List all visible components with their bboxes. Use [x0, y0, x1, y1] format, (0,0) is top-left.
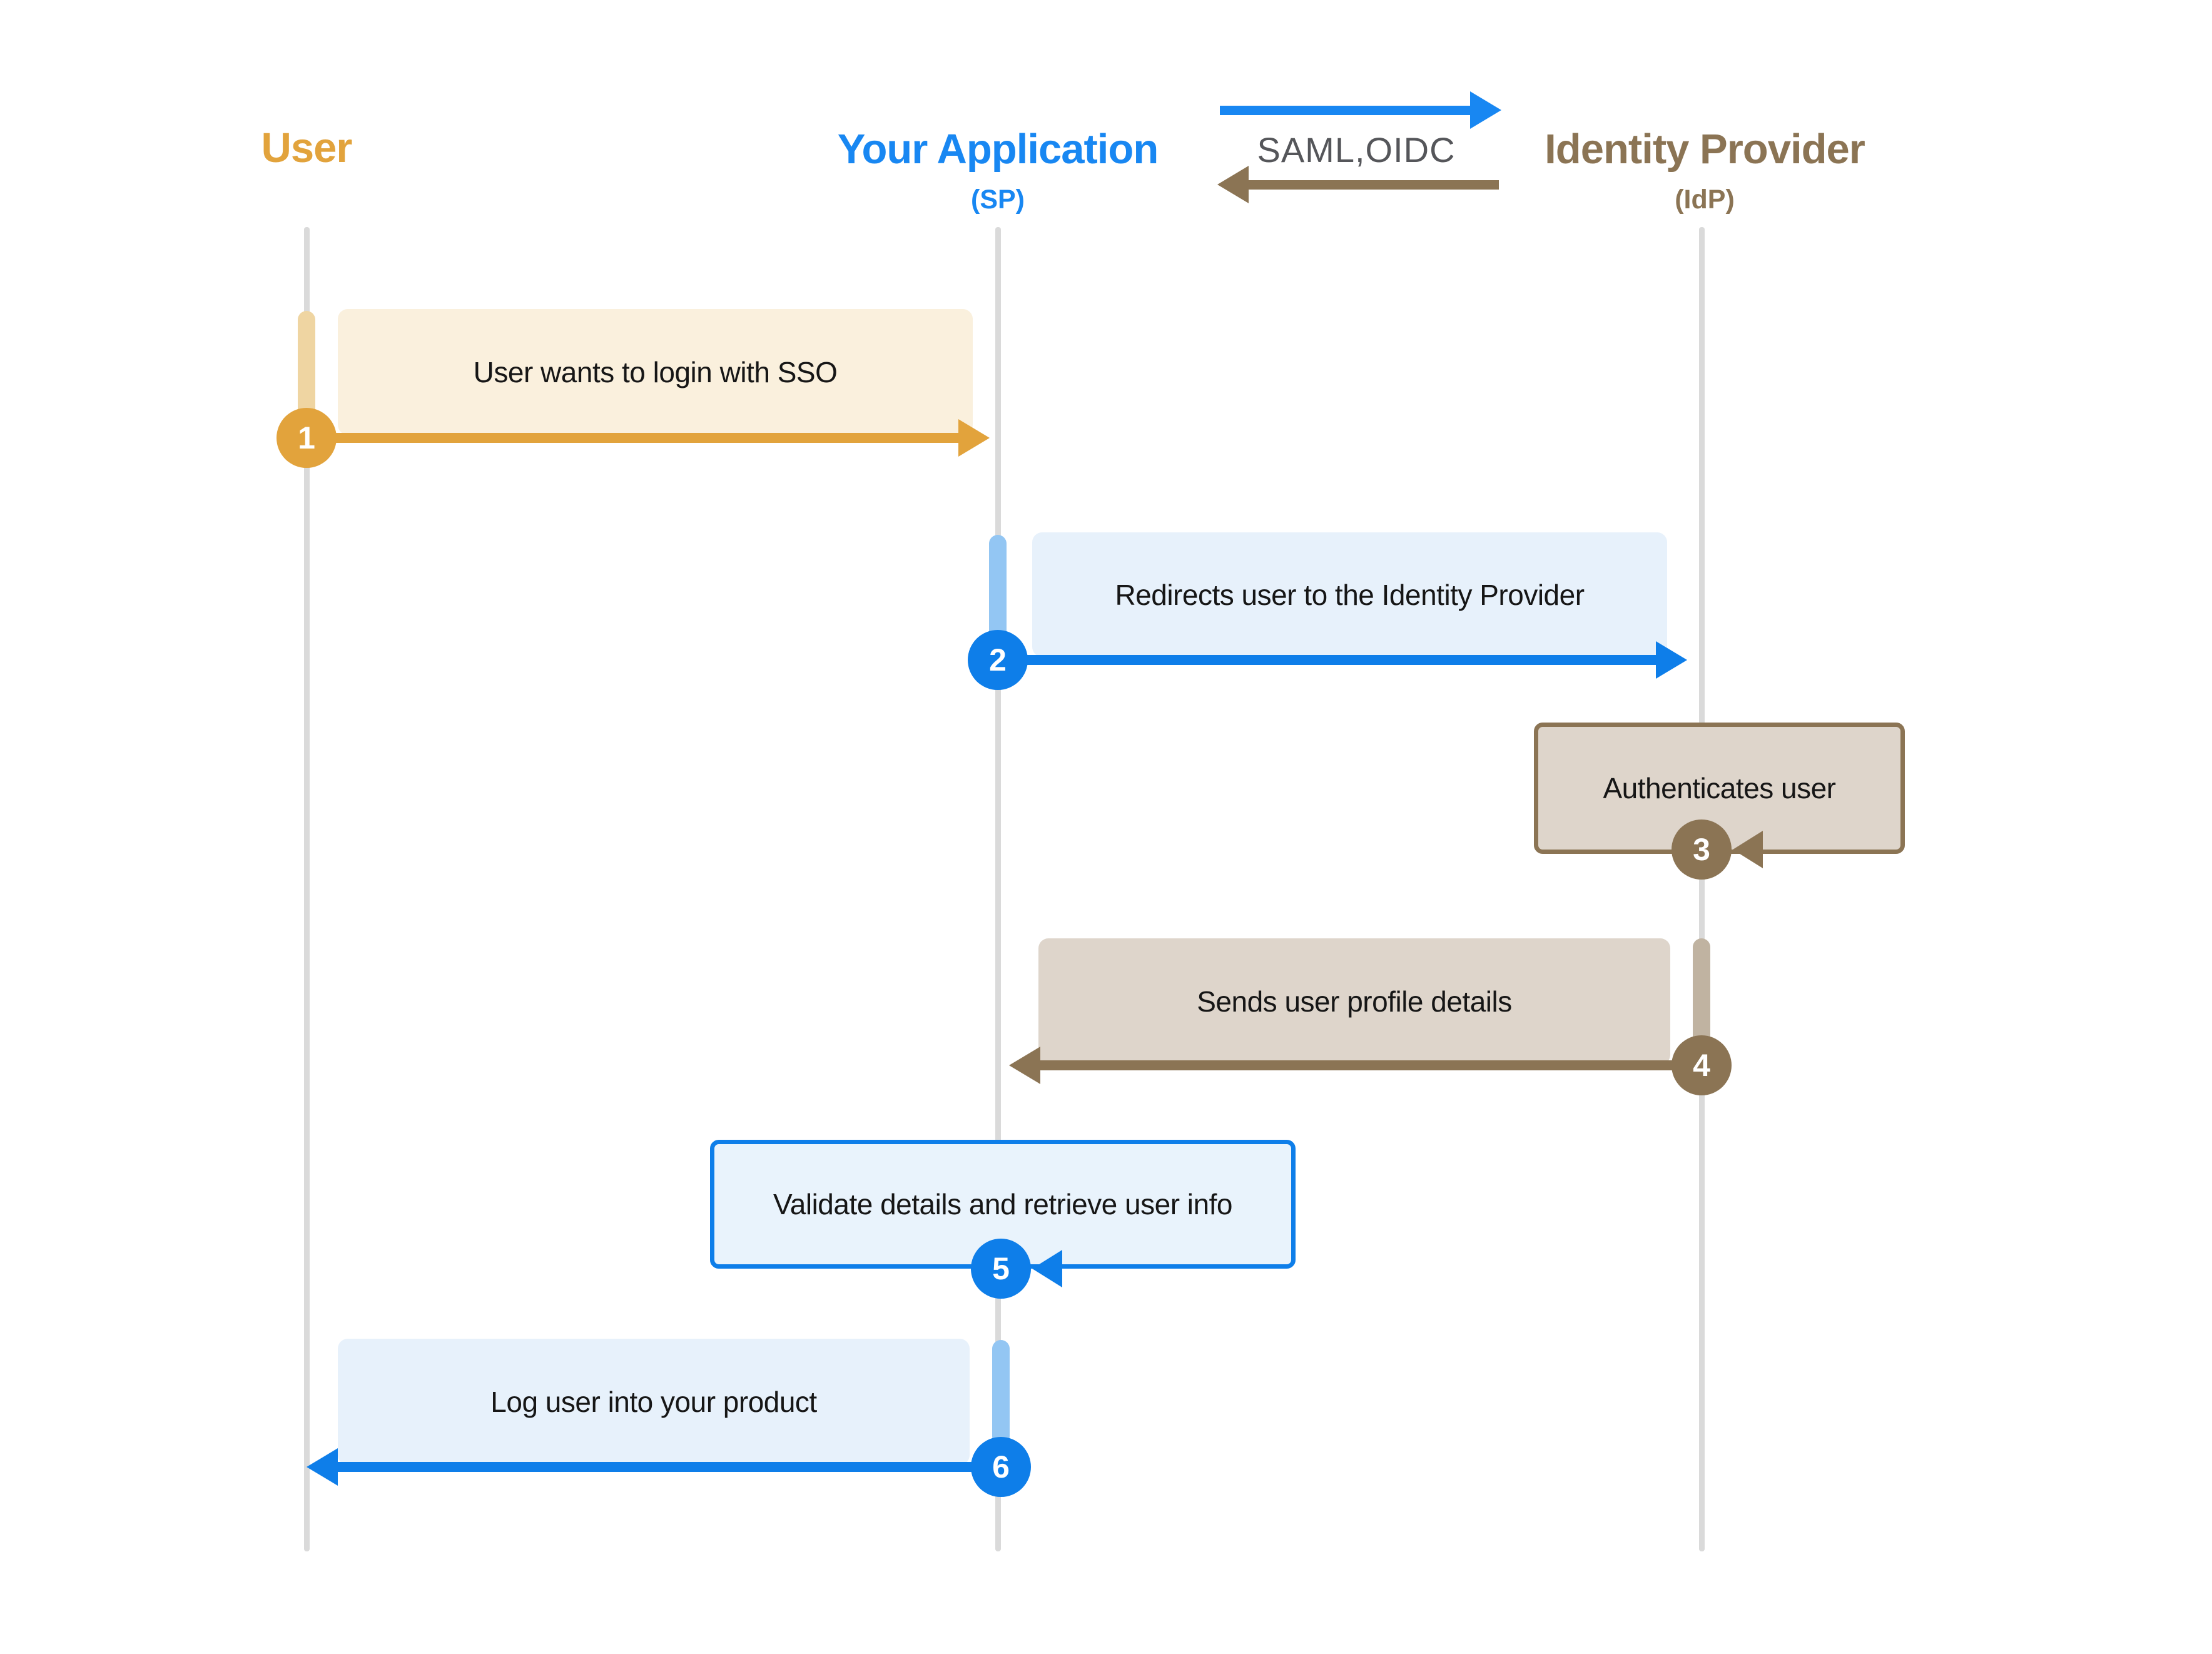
lifeline-application: [995, 227, 1001, 1551]
arrowhead-left-step-4-icon: [1009, 1047, 1040, 1084]
arrowhead-right-step-2-icon: [1656, 641, 1687, 679]
message-label-step-4: Sends user profile details: [1197, 985, 1512, 1018]
protocol-arrow-right-icon: [1470, 91, 1501, 129]
actor-idp-label: Identity Provider: [1545, 126, 1865, 173]
activation-bar-user: [298, 311, 315, 422]
message-box-step-2: Redirects user to the Identity Provider: [1032, 532, 1667, 657]
arrow-step-6: [337, 1462, 1001, 1472]
message-box-step-1: User wants to login with SSO: [338, 309, 973, 435]
actor-application-label: Your Application: [837, 126, 1159, 173]
step-number-3: 3: [1672, 819, 1732, 880]
protocol-arrow-left-icon: [1217, 166, 1249, 203]
arrow-step-2: [998, 655, 1658, 665]
protocol-arrow-right-line: [1220, 106, 1471, 115]
activation-bar-idp: [1693, 938, 1710, 1045]
step-number-1: 1: [276, 408, 337, 468]
lifeline-user: [304, 227, 310, 1551]
step-number-6: 6: [971, 1437, 1031, 1497]
actor-application-sublabel: (SP): [971, 185, 1025, 215]
arrowhead-left-step-5-icon: [1032, 1250, 1062, 1287]
step-number-4: 4: [1672, 1035, 1732, 1095]
step-number-2: 2: [968, 630, 1028, 690]
arrowhead-left-step-6-icon: [307, 1448, 338, 1486]
message-box-step-6: Log user into your product: [338, 1339, 970, 1465]
message-label-step-6: Log user into your product: [490, 1386, 817, 1418]
activation-bar-app-step-6: [992, 1340, 1010, 1445]
step-number-5: 5: [971, 1239, 1031, 1299]
lifeline-identity-provider: [1699, 227, 1705, 1551]
actor-user-label: User: [261, 124, 353, 171]
message-label-step-3: Authenticates user: [1603, 772, 1836, 804]
protocol-arrow-left-line: [1247, 180, 1499, 190]
arrow-step-4: [1038, 1060, 1702, 1070]
message-label-step-2: Redirects user to the Identity Provider: [1115, 578, 1585, 611]
actor-idp-sublabel: (IdP): [1675, 185, 1735, 215]
arrowhead-right-step-1-icon: [958, 419, 990, 457]
activation-bar-app-step-2: [989, 535, 1007, 644]
arrowhead-left-step-3-icon: [1733, 831, 1763, 868]
message-label-step-5: Validate details and retrieve user info: [773, 1188, 1232, 1220]
arrow-step-1: [307, 433, 961, 443]
protocol-label: SAML,OIDC: [1257, 130, 1456, 170]
message-box-step-4: Sends user profile details: [1038, 938, 1670, 1065]
message-label-step-1: User wants to login with SSO: [473, 355, 838, 388]
